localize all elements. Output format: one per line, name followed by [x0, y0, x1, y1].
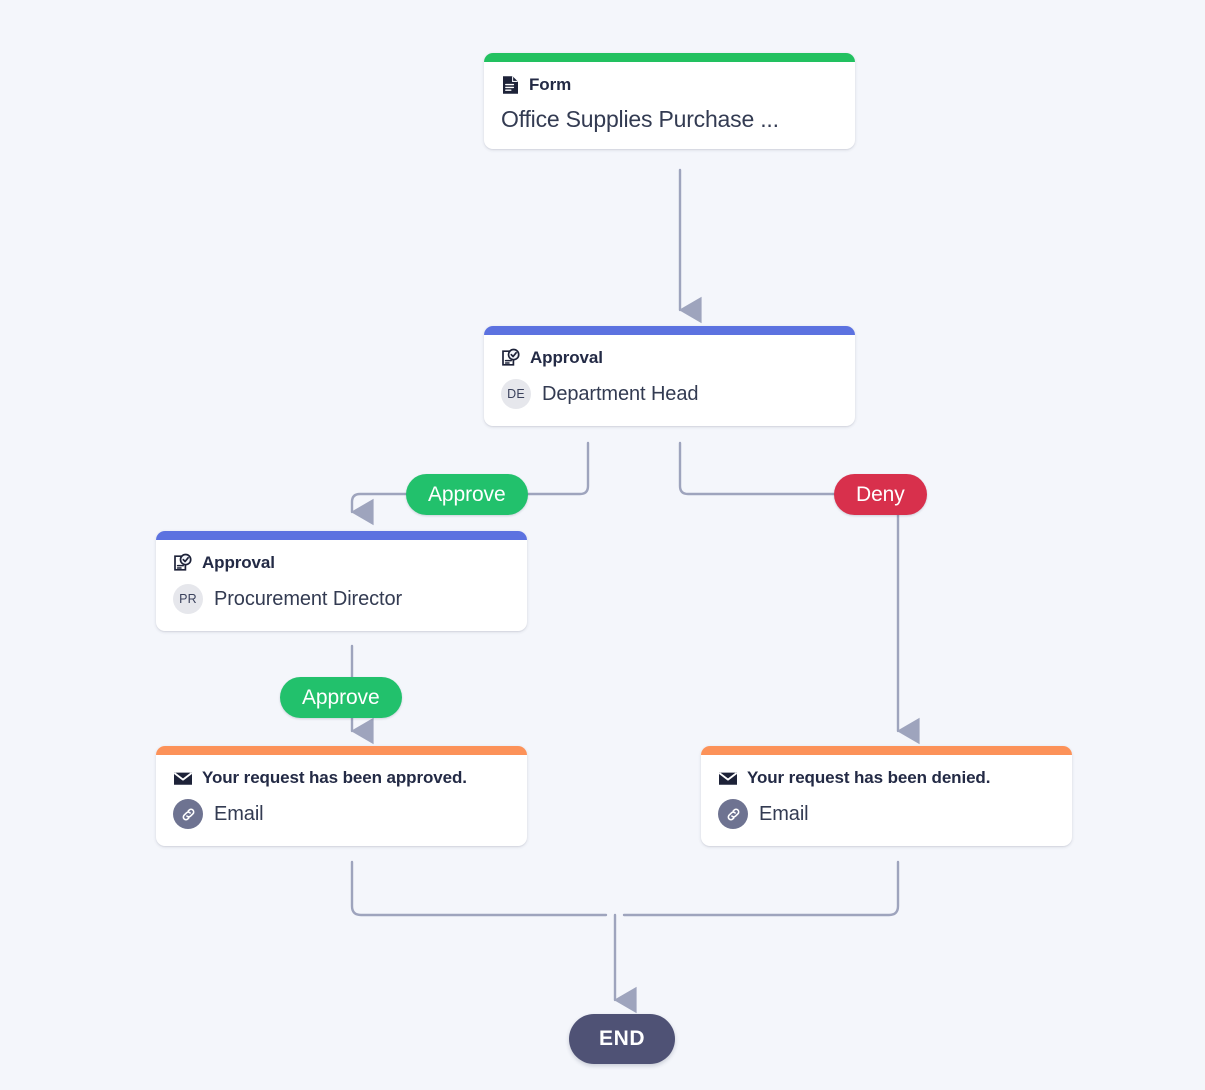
node-email-approved-accent-bar — [156, 746, 527, 755]
node-form-title: Office Supplies Purchase ... — [501, 106, 779, 132]
node-form[interactable]: Form Office Supplies Purchase ... — [484, 53, 855, 150]
edge-label-approve-department-head[interactable]: Approve — [406, 474, 528, 515]
approval-check-icon — [173, 553, 193, 573]
edge-label-approve-procurement-director[interactable]: Approve — [280, 677, 402, 718]
node-form-accent-bar — [484, 53, 855, 62]
edge-label-deny-department-head[interactable]: Deny — [834, 474, 927, 515]
node-email-denied-channel: Email — [759, 802, 809, 825]
link-icon — [718, 799, 748, 829]
node-email-approved-message: Your request has been approved. — [202, 768, 467, 787]
node-approval-procurement-director-assignee: Procurement Director — [214, 587, 403, 610]
node-approval-department-head-type-label: Approval — [530, 348, 603, 367]
avatar-procurement-director: PR — [173, 584, 203, 614]
envelope-icon — [718, 771, 738, 786]
node-email-approved[interactable]: Your request has been approved. Email — [156, 746, 527, 846]
avatar-department-head: DE — [501, 379, 531, 409]
edge-denied-email-to-merge — [622, 860, 900, 917]
node-approval-department-head-assignee: Department Head — [542, 382, 699, 405]
node-approval-department-head-accent-bar — [484, 326, 855, 335]
node-email-denied-message: Your request has been denied. — [747, 768, 991, 787]
node-form-type-label: Form — [529, 75, 572, 94]
node-approval-procurement-director-type-label: Approval — [202, 553, 275, 572]
approval-check-icon — [501, 348, 521, 368]
link-icon — [173, 799, 203, 829]
node-end[interactable]: END — [569, 1014, 676, 1064]
document-icon — [501, 75, 520, 95]
envelope-icon — [173, 771, 193, 786]
node-approval-department-head[interactable]: Approval DE Department Head — [484, 326, 855, 426]
node-email-approved-channel: Email — [214, 802, 264, 825]
edge-approved-email-to-merge — [350, 860, 608, 917]
node-approval-procurement-director-accent-bar — [156, 531, 527, 540]
node-email-denied-accent-bar — [701, 746, 1072, 755]
node-approval-procurement-director[interactable]: Approval PR Procurement Director — [156, 531, 527, 631]
node-email-denied[interactable]: Your request has been denied. Email — [701, 746, 1072, 846]
